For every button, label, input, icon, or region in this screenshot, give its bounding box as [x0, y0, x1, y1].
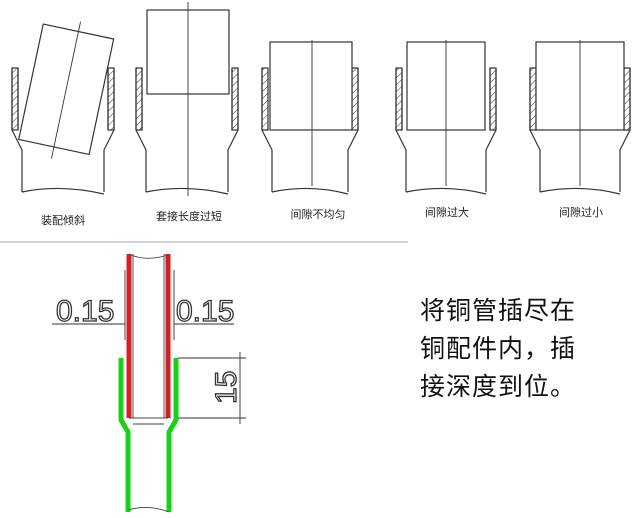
dimension-gap-left: 0.15 — [56, 295, 114, 328]
dimension-leaders — [52, 270, 246, 424]
green-fitting — [118, 358, 179, 512]
pipe-uneven-gap — [269, 40, 353, 186]
pipe-outlines — [127, 253, 170, 513]
fitting-short-insert — [135, 67, 239, 195]
dimension-gap-right: 0.15 — [176, 295, 234, 328]
caption-short-insert: 套接长度过短 — [156, 209, 222, 223]
caption-uneven-gap: 间隙不均匀 — [291, 207, 346, 221]
pipe-short-insert — [146, 2, 230, 196]
pipe-tilted — [17, 21, 115, 159]
instruction-line-3: 接深度到位。 — [420, 372, 577, 401]
pipe-gap-large — [406, 40, 486, 186]
fitting-gap-small — [529, 67, 631, 195]
caption-tilted: 装配倾斜 — [41, 214, 85, 227]
dimension-insertion-depth: 15 — [210, 371, 243, 404]
fitting-gap-large — [395, 67, 497, 195]
instruction-line-1: 将铜管插尽在 — [420, 296, 577, 325]
caption-gap-small: 间隙过小 — [559, 205, 603, 219]
instruction-line-2: 铜配件内，插 — [420, 334, 577, 363]
red-pipe — [126, 254, 171, 418]
pipe-gap-small — [535, 40, 625, 186]
instruction-note: 将铜管插尽在 铜配件内，插 接深度到位。 — [420, 292, 620, 406]
caption-gap-large: 间隙过大 — [425, 205, 469, 219]
fitting-tilted — [11, 67, 115, 195]
